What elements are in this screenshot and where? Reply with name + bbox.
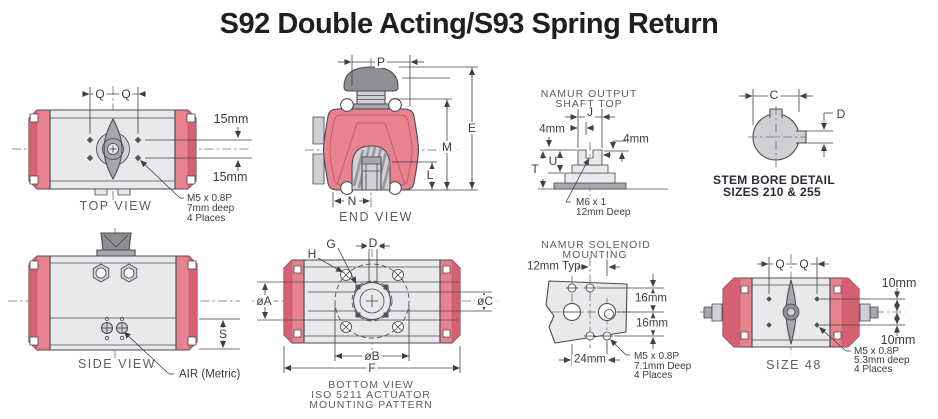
top-view-thread-note-line2: 7mm deep: [187, 203, 235, 214]
namur-solenoid-dim-16mm-upper: 16mm: [633, 292, 669, 305]
namur-output-drawing: [538, 109, 668, 203]
top-view-thread-note-line1: M5 x 0.8P: [187, 193, 233, 204]
namur-output-title-line1: NAMUR OUTPUT: [540, 87, 638, 100]
namur-solenoid-title-line2: MOUNTING: [562, 248, 628, 261]
bottom-view-dim-g: G: [326, 237, 336, 251]
size-48-note-line2: 5.3mm deep: [854, 355, 910, 366]
namur-output-dim-4mm-right: 4mm: [623, 133, 649, 146]
stem-bore-drawing: [739, 89, 833, 168]
namur-output-dim-j: J: [585, 105, 595, 119]
namur-output-note-line2: 12mm Deep: [576, 207, 631, 218]
size-48-caption: SIZE 48: [766, 357, 822, 372]
end-view-dim-n: N: [345, 194, 359, 208]
bottom-view-caption-line1: BOTTOM VIEW: [328, 378, 414, 391]
end-view-dim-p: P: [374, 55, 388, 69]
size-48-dim-q-left: Q: [773, 257, 787, 271]
namur-output-note-line1: M6 x 1: [576, 197, 607, 208]
size-48-note-line3: 4 Places: [854, 364, 893, 375]
top-view-dim-q-right: Q: [119, 87, 133, 101]
namur-solenoid-note-line2: 7.1mm Deep: [634, 361, 692, 372]
namur-output-dim-4mm-left: 4mm: [539, 123, 565, 136]
end-view-dim-l: L: [424, 168, 436, 182]
bottom-view-dim-d: D: [366, 236, 380, 250]
namur-solenoid-note-line3: 4 Places: [634, 370, 673, 381]
top-view-dim-15mm-upper: 15mm: [213, 111, 249, 126]
namur-solenoid-dim-12mm-typ: 12mm Typ.: [527, 260, 584, 273]
page-title: S92 Double Acting/S93 Spring Return: [219, 8, 719, 40]
top-view-drawing: [12, 86, 252, 200]
side-view-air-note: AIR (Metric): [179, 368, 241, 381]
size-48-dim-10mm-lower: 10mm: [880, 332, 916, 347]
top-view-dim-15mm-lower: 15mm: [212, 169, 248, 184]
namur-output-dim-t: T: [531, 162, 539, 176]
bottom-view-caption-line2: ISO 5211 ACTUATOR: [311, 388, 431, 401]
namur-solenoid-title-line1: NAMUR SOLENOID: [541, 238, 651, 251]
bottom-view-dim-h: H: [307, 247, 317, 261]
side-view-dim-s: S: [216, 327, 230, 341]
bottom-view-drawing: [252, 239, 498, 373]
top-view-dim-q-left: Q: [93, 87, 107, 101]
stem-bore-dim-d: D: [836, 107, 846, 121]
namur-solenoid-dim-24mm: 24mm: [572, 353, 608, 366]
stem-bore-caption-line2: SIZES 210 & 255: [723, 185, 821, 199]
namur-solenoid-dim-16mm-lower: 16mm: [634, 317, 670, 330]
bottom-view-dim-dia-a: øA: [254, 294, 274, 308]
top-view-caption: TOP VIEW: [79, 198, 153, 213]
size-48-note-line1: M5 x 0.8P: [854, 346, 900, 357]
bottom-view-dim-f: F: [366, 361, 378, 375]
bottom-view-dim-dia-c: øC: [475, 294, 495, 308]
size-48-dim-q-right: Q: [797, 257, 811, 271]
end-view-caption: END VIEW: [339, 209, 413, 224]
end-view-dim-m: M: [440, 140, 454, 154]
namur-solenoid-note-line1: M5 x 0.8P: [634, 351, 680, 362]
end-view-dim-e: E: [465, 121, 479, 135]
size-48-drawing: [700, 254, 905, 354]
stem-bore-dim-c: C: [767, 88, 781, 102]
namur-solenoid-drawing: [545, 257, 664, 366]
size-48-dim-10mm-upper: 10mm: [881, 275, 917, 290]
stem-bore-caption-line1: STEM BORE DETAIL: [713, 173, 835, 187]
bottom-view-dim-dia-b: øB: [362, 349, 382, 363]
namur-output-title-line2: SHAFT TOP: [555, 97, 623, 110]
bottom-view-caption-line3: MOUNTING PATTERN: [309, 398, 433, 411]
side-view-caption: SIDE VIEW: [77, 356, 157, 371]
end-view-drawing: [305, 55, 478, 207]
side-view-drawing: [8, 228, 240, 375]
namur-output-dim-u: U: [548, 154, 558, 168]
top-view-thread-note-line3: 4 Places: [187, 213, 226, 224]
